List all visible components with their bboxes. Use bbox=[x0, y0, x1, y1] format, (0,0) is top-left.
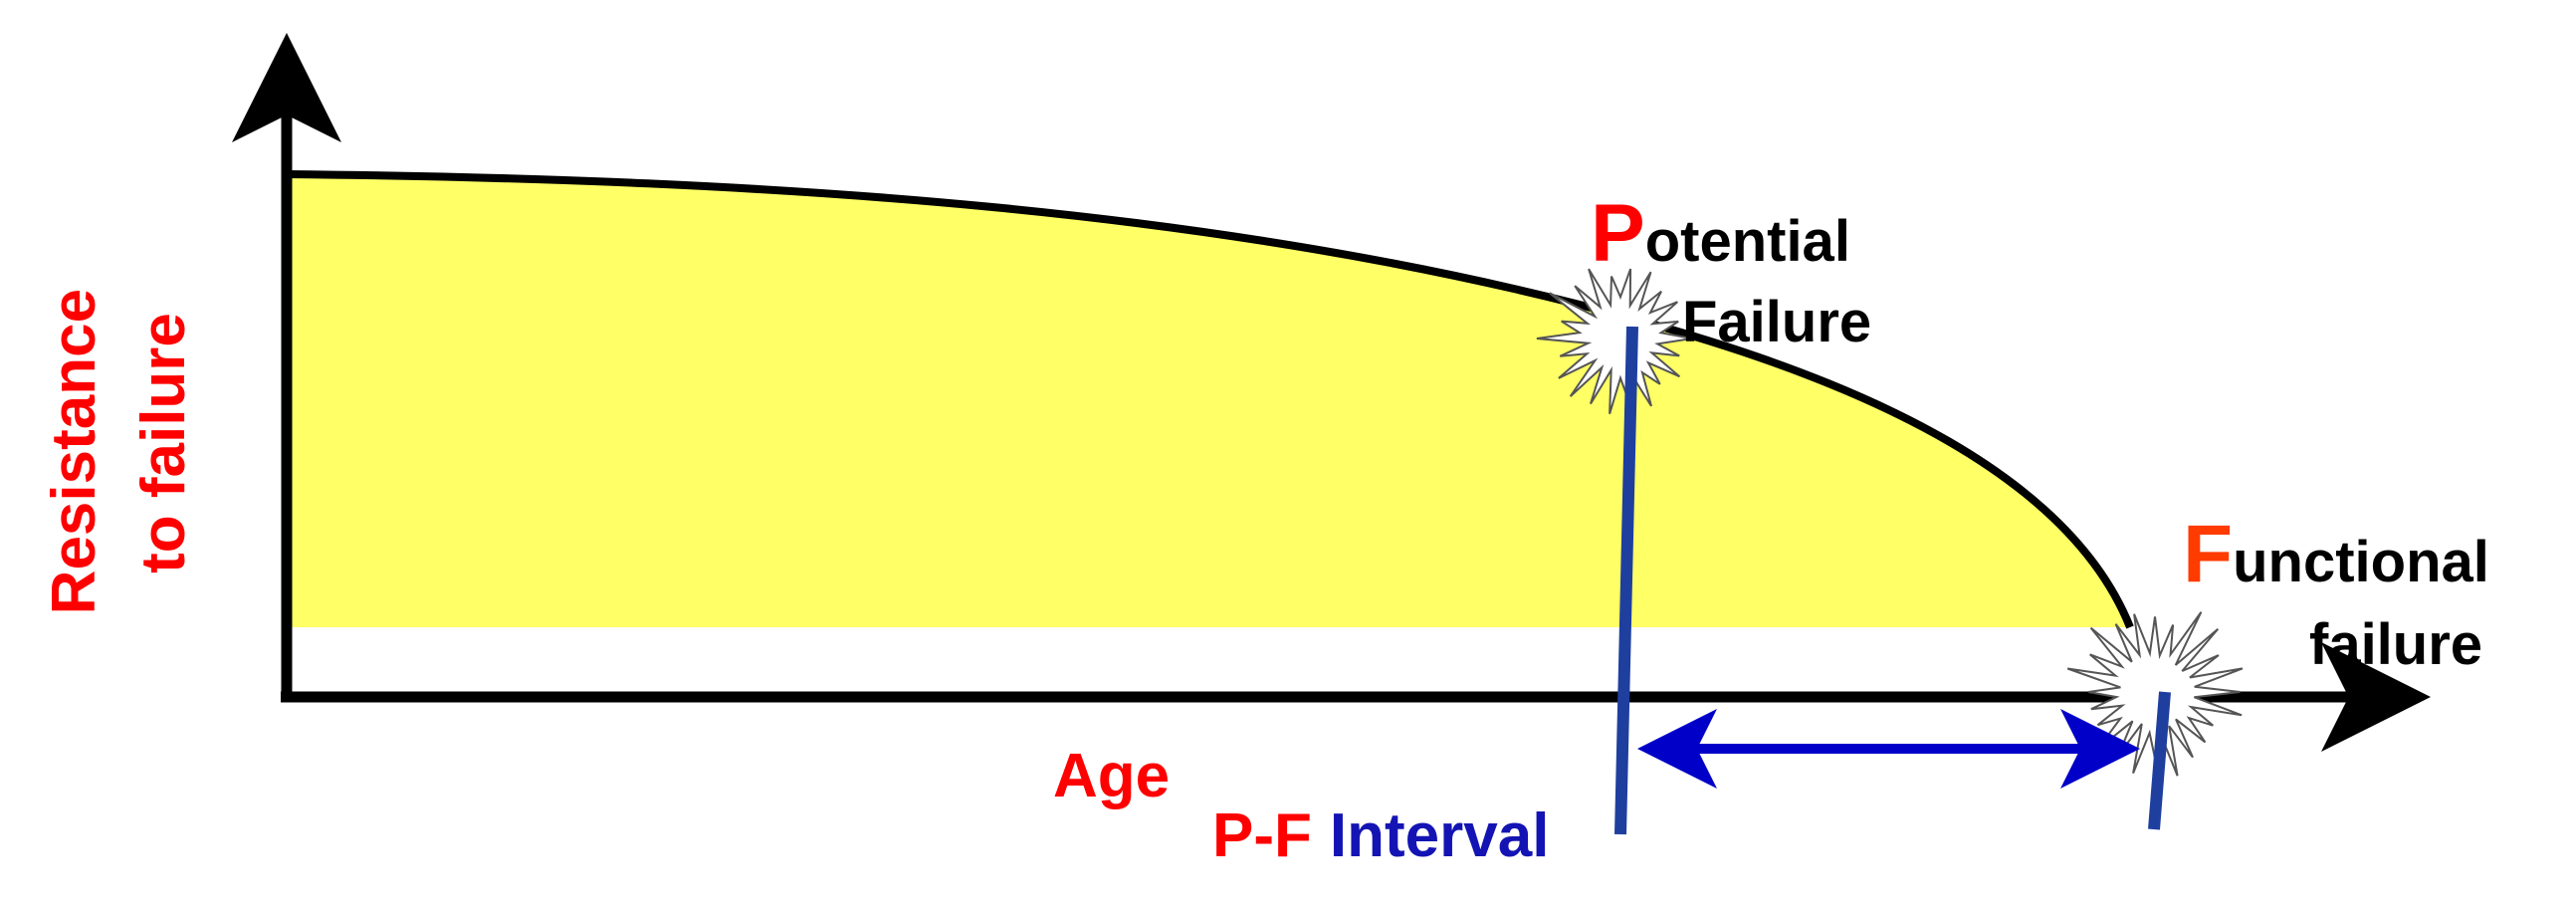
potential-failure-rest: otential bbox=[1645, 209, 1850, 274]
y-axis-label-line1: Resistance bbox=[40, 289, 108, 614]
functional-failure-line2: failure bbox=[2309, 612, 2482, 677]
y-axis-label: Resistance to failure bbox=[40, 272, 198, 615]
x-axis-label: Age bbox=[1053, 742, 1170, 810]
y-axis-label-line2: to failure bbox=[129, 313, 198, 573]
potential-failure-initial: P bbox=[1591, 188, 1645, 279]
pf-interval-label: P-F Interval bbox=[1212, 801, 1549, 870]
functional-failure-label: Functional bbox=[2183, 509, 2489, 599]
potential-failure-line2: Failure bbox=[1682, 290, 1871, 354]
pf-interval-prefix: P-F bbox=[1212, 801, 1312, 870]
potential-failure-burst-icon bbox=[1536, 268, 1693, 414]
potential-failure-marker bbox=[1614, 326, 1638, 835]
functional-failure-initial: F bbox=[2183, 509, 2233, 599]
pf-interval-suffix: Interval bbox=[1330, 801, 1550, 870]
resistance-curve bbox=[286, 170, 2134, 629]
functional-failure-marker bbox=[2148, 691, 2171, 830]
resistance-area bbox=[287, 174, 2130, 627]
potential-failure-label: Potential bbox=[1591, 188, 1850, 279]
functional-failure-rest: unctional bbox=[2233, 530, 2489, 594]
